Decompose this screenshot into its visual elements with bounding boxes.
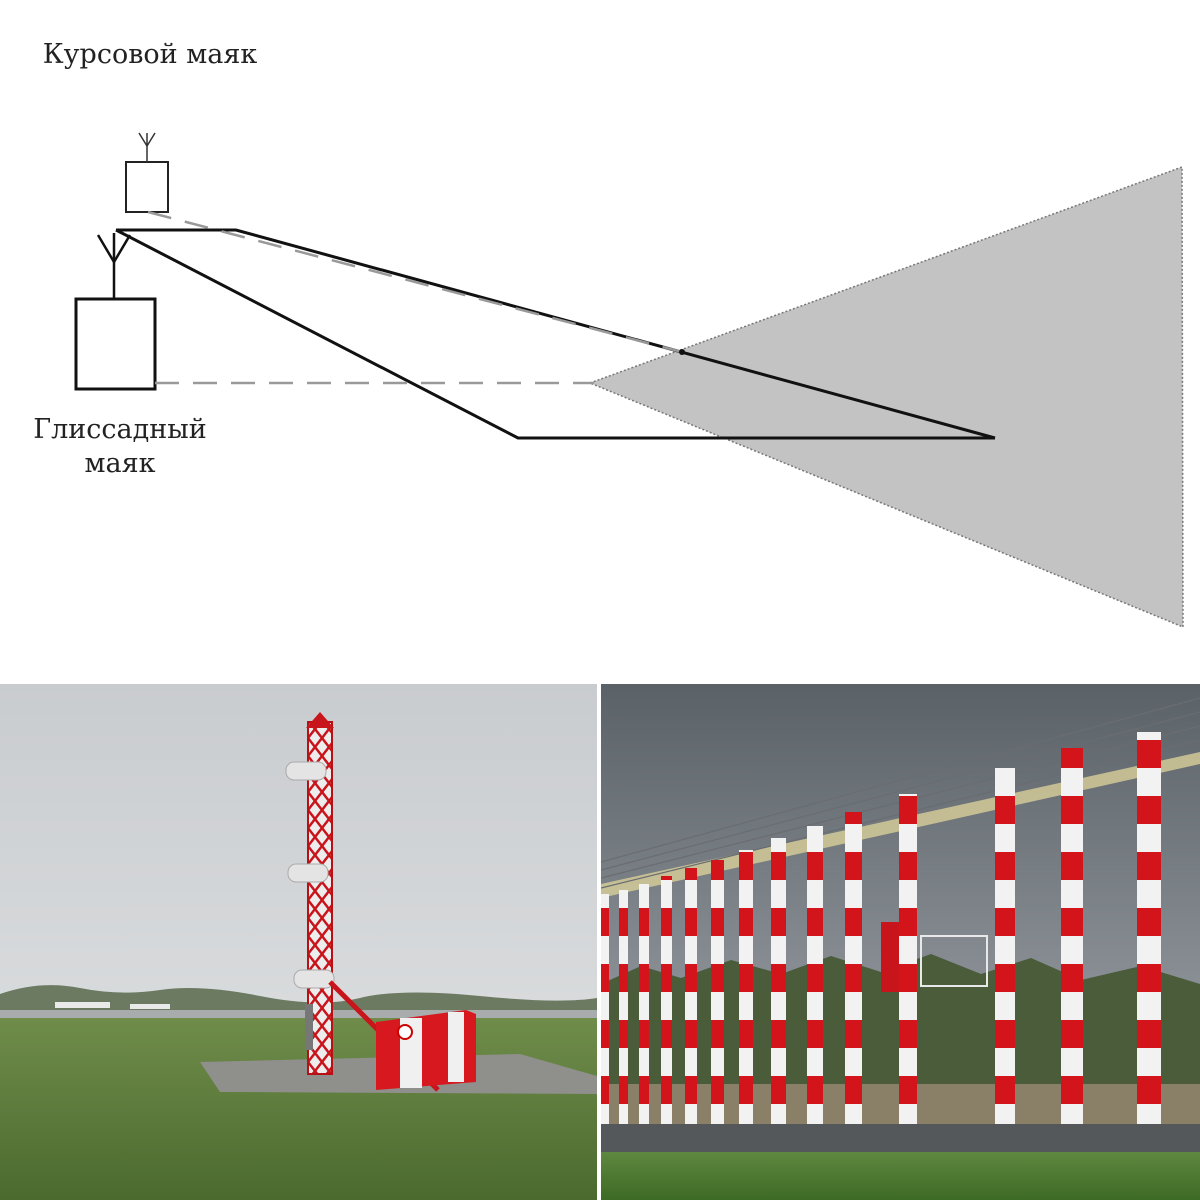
glide-beacon-box: [74, 297, 157, 391]
glide-lobe-upper: [116, 228, 996, 440]
beacon-diagram: Курсовой маяк Глиссадный маяк: [33, 39, 1184, 629]
course-beacon-label: Курсовой маяк: [42, 39, 258, 70]
beam-sector: [587, 165, 1184, 629]
photo-glide-slope-mast: [0, 684, 597, 1200]
glide-beacon-antenna-icon: [96, 233, 132, 299]
intersection-point: [679, 349, 685, 355]
course-beacon-antenna-icon: [138, 132, 156, 162]
diagram-drawing: [74, 132, 1184, 629]
glide-beacon-label: Глиссадный маяк: [33, 414, 207, 479]
glide-lobe-lower: [115, 228, 995, 440]
antenna-masts: [601, 732, 1161, 1144]
course-axis-dashed: [147, 210, 683, 354]
photo-localizer-array: [601, 684, 1200, 1200]
photo-localizer-array-image: [601, 684, 1200, 1200]
course-beacon-box: [125, 161, 169, 213]
photo-glide-slope-mast-image: [0, 684, 597, 1200]
